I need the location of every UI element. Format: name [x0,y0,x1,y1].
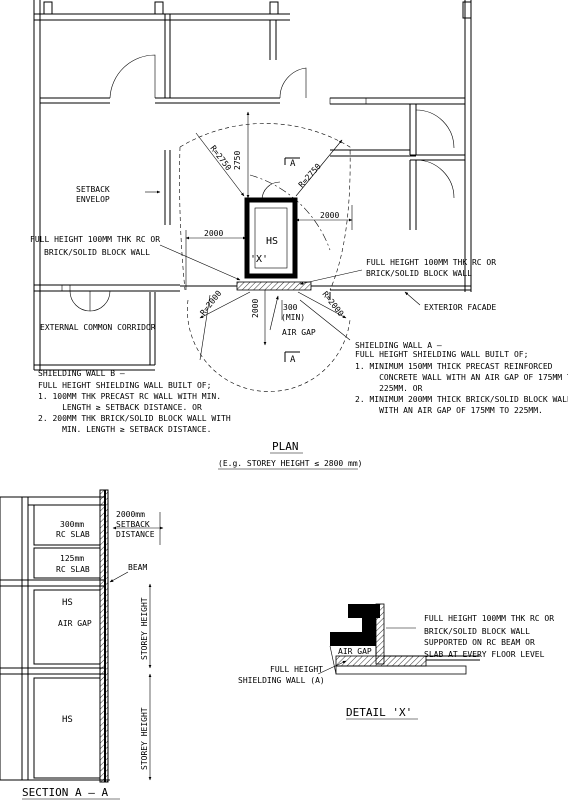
plan-drawing: A A SETBACK ENVELOP HS 'X' EXTERNAL COMM… [30,0,568,470]
storey-height-2: STOREY HEIGHT [140,707,149,770]
dim-min: (MIN) [281,313,305,322]
air-gap-label: AIR GAP [282,328,316,337]
wall-a-line: WITH AN AIR GAP OF 175MM TO 225MM. [355,406,543,415]
right-wall-note-2: BRICK/SOLID BLOCK WALL [366,269,472,278]
wall-a-line: FULL HEIGHT SHIELDING WALL BUILT OF; [355,350,528,359]
dim-2000-down: 2000 [251,299,260,318]
wall-b-line: MIN. LENGTH ≥ SETBACK DISTANCE. [38,425,211,434]
beam-label: BEAM [128,563,147,572]
wall-a-line: 1. MINIMUM 150MM THICK PRECAST REINFORCE… [355,362,553,371]
setback-envelope-arc [179,123,351,291]
dim-r2750-right: R=2750 [297,162,323,190]
slab-300-line1: 300mm [60,520,84,529]
setback-label-2: ENVELOP [76,195,110,204]
plan-dimension-lines [185,111,353,346]
left-wall-note-1: FULL HEIGHT 100MM THK RC OR [30,235,160,244]
left-wall-note-2: BRICK/SOLID BLOCK WALL [44,248,150,257]
section-marker-bottom: A [284,351,300,365]
wall-a-line: 225MM. OR [355,384,423,393]
right-wall-note-1: FULL HEIGHT 100MM THK RC OR [366,258,496,267]
section-marker-top: A [284,157,300,169]
detail-note-line: BRICK/SOLID BLOCK WALL [424,627,530,636]
shielding-wall-a-note: SHIELDING WALL A – FULL HEIGHT SHIELDING… [355,341,568,415]
facade-label: EXTERIOR FACADE [424,303,496,312]
wall-b-line: 2. 200MM THK BRICK/SOLID BLOCK WALL WITH [38,414,231,423]
detail-air-gap-label: AIR GAP [338,647,372,656]
plan-title: PLAN [272,440,299,453]
detail-shield-line1: FULL HEIGHT [270,665,323,674]
section-marker-bottom-label: A [290,355,296,365]
detail-title: DETAIL 'X' [346,706,412,719]
setback-line1: 2000mm [116,510,145,519]
dim-2750-vertical: 2750 [233,151,242,170]
hs-upper-label: HS [62,598,73,608]
dim-r2000-right: R=2000 [320,290,345,318]
section-marker-top-label: A [290,159,296,169]
storey-height-1: STOREY HEIGHT [140,597,149,660]
dim-r2750-left: R=2750 [208,144,233,173]
hs-label: HS [266,236,278,247]
corridor-label: EXTERNAL COMMON CORRIDOR [40,323,156,332]
wall-b-line: LENGTH ≥ SETBACK DISTANCE. OR [38,403,202,412]
section-air-gap-label: AIR GAP [58,619,92,628]
dim-2000-right: 2000 [320,211,339,220]
section-title: SECTION A – A [22,786,108,799]
dim-r2000-left: R=2000 [198,289,223,317]
dim-300: 300 [283,303,298,312]
shielding-wall-b-note: SHIELDING WALL B – FULL HEIGHT SHIELDING… [38,369,231,434]
plan-building-walls [33,0,472,371]
setback-label-1: SETBACK [76,185,110,194]
dim-2000-left: 2000 [204,229,223,238]
detail-x-mark: 'X' [250,254,268,265]
section-a-a-drawing: 300mm RC SLAB 125mm RC SLAB 2000mm SETBA… [0,489,164,800]
slab-125-line2: RC SLAB [56,565,90,574]
detail-x-drawing: AIR GAP FULL HEIGHT 100MM THK RC OR BRIC… [238,603,554,720]
wall-a-line: SHIELDING WALL A – [355,341,442,350]
slab-125-line1: 125mm [60,554,84,563]
detail-shield-line2: SHIELDING WALL (A) [238,676,325,685]
detail-note-line: SLAB AT EVERY FLOOR LEVEL [424,650,545,659]
detail-note-line: SUPPORTED ON RC BEAM OR [424,638,535,647]
plan-subtitle: (E.g. STOREY HEIGHT ≤ 2800 mm) [218,459,363,468]
detail-note-line: FULL HEIGHT 100MM THK RC OR [424,614,554,623]
wall-b-line: FULL HEIGHT SHIELDING WALL BUILT OF; [38,381,211,390]
setback-line3: DISTANCE [116,530,155,539]
wall-a-line: 2. MINIMUM 200MM THICK BRICK/SOLID BLOCK… [355,395,568,404]
slab-300-line2: RC SLAB [56,530,90,539]
hs-lower-label: HS [62,715,73,725]
wall-b-line: 1. 100MM THK PRECAST RC WALL WITH MIN. [38,392,221,401]
wall-a-line: CONCRETE WALL WITH AN AIR GAP OF 175MM T… [355,373,568,382]
setback-line2: SETBACK [116,520,150,529]
wall-b-line: SHIELDING WALL B – [38,369,125,378]
household-shelter [180,181,330,291]
